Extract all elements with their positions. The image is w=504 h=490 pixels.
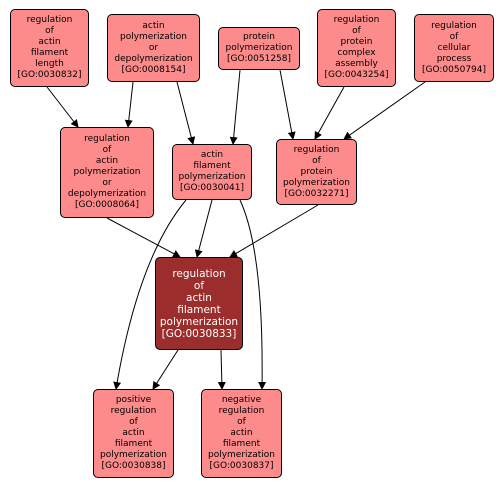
edge-GO0030041-to-GO0030837 — [239, 199, 267, 390]
node-label: positive regulation of actin filament po… — [99, 395, 168, 471]
edge-GO0051258-to-GO0030041 — [229, 69, 241, 145]
node-label: regulation of protein complex assembly [… — [324, 15, 389, 80]
node-label: negative regulation of actin filament po… — [207, 395, 276, 471]
node-negative-regulation-of-actin-filament-polymerization[interactable]: negative regulation of actin filament po… — [201, 389, 282, 478]
node-regulation-of-cellular-process[interactable]: regulation of cellular process [GO:00507… — [414, 14, 494, 82]
node-label: actin polymerization or depolymerization… — [114, 20, 193, 75]
node-regulation-of-actin-filament-length[interactable]: regulation of actin filament length [GO:… — [10, 9, 89, 87]
node-label: regulation of actin filament length [GO:… — [17, 15, 82, 80]
edge-GO0030833-to-GO0030838 — [152, 349, 179, 390]
edge-GO0050794-to-GO0032271 — [343, 81, 426, 140]
edge-GO0030041-to-GO0030833 — [194, 199, 213, 258]
node-label: regulation of cellular process [GO:00507… — [421, 20, 487, 75]
edge-GO0008064-to-GO0030833 — [106, 217, 181, 258]
edge-GO0030041-to-GO0030838 — [113, 199, 187, 390]
node-regulation-of-actin-polymerization-or-depolymerization[interactable]: regulation of actin polymerization or de… — [60, 127, 154, 218]
edge-GO0043254-to-GO0032271 — [314, 86, 345, 140]
node-label: regulation of protein polymerization [GO… — [282, 144, 351, 199]
node-label: regulation of actin polymerization or de… — [67, 134, 147, 210]
edge-GO0008154-to-GO0030041 — [176, 81, 196, 145]
node-label: protein polymerization [GO:0051258] — [225, 32, 293, 64]
node-label: regulation of actin filament polymerizat… — [159, 267, 239, 340]
node-protein-polymerization[interactable]: protein polymerization [GO:0051258] — [218, 27, 300, 70]
edge-GO0032271-to-GO0030833 — [229, 204, 319, 258]
node-actin-filament-polymerization[interactable]: actin filament polymerization [GO:003004… — [172, 144, 252, 200]
node-regulation-of-protein-complex-assembly[interactable]: regulation of protein complex assembly [… — [317, 9, 396, 87]
node-regulation-of-actin-filament-polymerization[interactable]: regulation of actin filament polymerizat… — [155, 257, 243, 350]
edge-GO0030832-to-GO0008064 — [46, 86, 79, 128]
node-regulation-of-protein-polymerization[interactable]: regulation of protein polymerization [GO… — [276, 139, 357, 205]
edge-GO0030833-to-GO0030837 — [217, 349, 226, 390]
edge-GO0051258-to-GO0032271 — [279, 69, 296, 140]
node-label: actin filament polymerization [GO:003004… — [178, 150, 246, 193]
node-actin-polymerization-or-depolymerization[interactable]: actin polymerization or depolymerization… — [107, 14, 200, 82]
edge-GO0008154-to-GO0008064 — [124, 81, 134, 128]
node-positive-regulation-of-actin-filament-polymerization[interactable]: positive regulation of actin filament po… — [93, 389, 174, 478]
